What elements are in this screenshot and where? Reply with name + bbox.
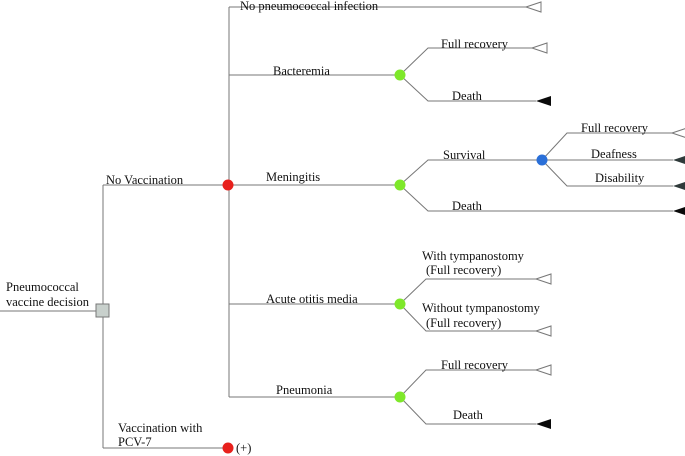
aom-without-label-line2: (Full recovery)	[426, 316, 501, 330]
meningitis-survival-line	[399, 159, 542, 186]
survival-disability-label: Disability	[595, 171, 645, 185]
vaccination-subtree-marker: (+)	[236, 441, 251, 455]
pneumonia-full-label: Full recovery	[441, 358, 509, 372]
tree-nodes	[95, 69, 548, 454]
vaccination-label-line1: Vaccination with	[118, 421, 203, 435]
terminal-survival-full-triangle	[670, 128, 685, 138]
chance-node-pneumonia[interactable]	[394, 391, 406, 403]
pneumonia-full-line	[399, 369, 536, 398]
terminal-disability-triangle	[673, 182, 685, 190]
decision-node-square[interactable]	[95, 303, 110, 318]
terminal-bacteremia-death-triangle	[536, 96, 551, 106]
meningitis-death-line	[399, 184, 673, 212]
chance-node-no-vaccination[interactable]	[222, 179, 234, 191]
chance-node-meningitis[interactable]	[394, 179, 406, 191]
bacteremia-full-line	[399, 47, 532, 76]
chance-node-bacteremia[interactable]	[394, 69, 406, 81]
aom-with-line	[399, 278, 536, 305]
chance-node-vaccination[interactable]	[222, 442, 234, 454]
aom-with-label-line1: With tympanostomy	[422, 249, 525, 263]
survival-disability-line	[541, 159, 673, 187]
bacteremia-label: Bacteremia	[273, 64, 330, 78]
aom-without-label-line1: Without tympanostomy	[422, 301, 541, 315]
aom-without-line	[399, 303, 536, 332]
terminal-no-infection-triangle	[524, 1, 542, 13]
meningitis-death-label: Death	[452, 199, 483, 213]
aom-with-label-line2: (Full recovery)	[426, 263, 501, 277]
chance-node-aom[interactable]	[394, 298, 406, 310]
terminal-deafness-triangle	[673, 156, 685, 164]
meningitis-label: Meningitis	[266, 170, 320, 184]
chance-node-survival[interactable]	[536, 154, 548, 166]
tree-lines	[0, 6, 673, 449]
pneumonia-death-line	[399, 396, 536, 425]
terminal-bacteremia-full-triangle	[530, 42, 548, 54]
terminal-aom-without-triangle	[534, 325, 552, 337]
bacteremia-death-line	[399, 74, 536, 102]
survival-deafness-label: Deafness	[591, 147, 637, 161]
aom-label: Acute otitis media	[266, 292, 358, 306]
bacteremia-full-label: Full recovery	[441, 37, 509, 51]
no-vaccination-label: No Vaccination	[106, 173, 184, 187]
meningitis-survival-label: Survival	[443, 148, 486, 162]
tree-labels: Pneumococcal vaccine decision No Vaccina…	[6, 0, 649, 455]
terminal-pneumonia-death-triangle	[536, 419, 551, 429]
root-label-line2: vaccine decision	[6, 295, 90, 309]
survival-full-line	[541, 132, 672, 161]
terminal-pneumonia-full-triangle	[534, 364, 552, 376]
vaccination-label-line2: PCV-7	[118, 435, 152, 449]
terminal-nodes	[524, 1, 685, 429]
root-label-line1: Pneumococcal	[6, 280, 79, 294]
terminal-aom-with-triangle	[534, 273, 552, 285]
pneumonia-label: Pneumonia	[276, 383, 333, 397]
survival-full-label: Full recovery	[581, 121, 649, 135]
bacteremia-death-label: Death	[452, 89, 483, 103]
pneumonia-death-label: Death	[453, 408, 484, 422]
no-infection-label: No pneumococcal infection	[240, 0, 379, 13]
terminal-meningitis-death-triangle	[673, 207, 685, 215]
